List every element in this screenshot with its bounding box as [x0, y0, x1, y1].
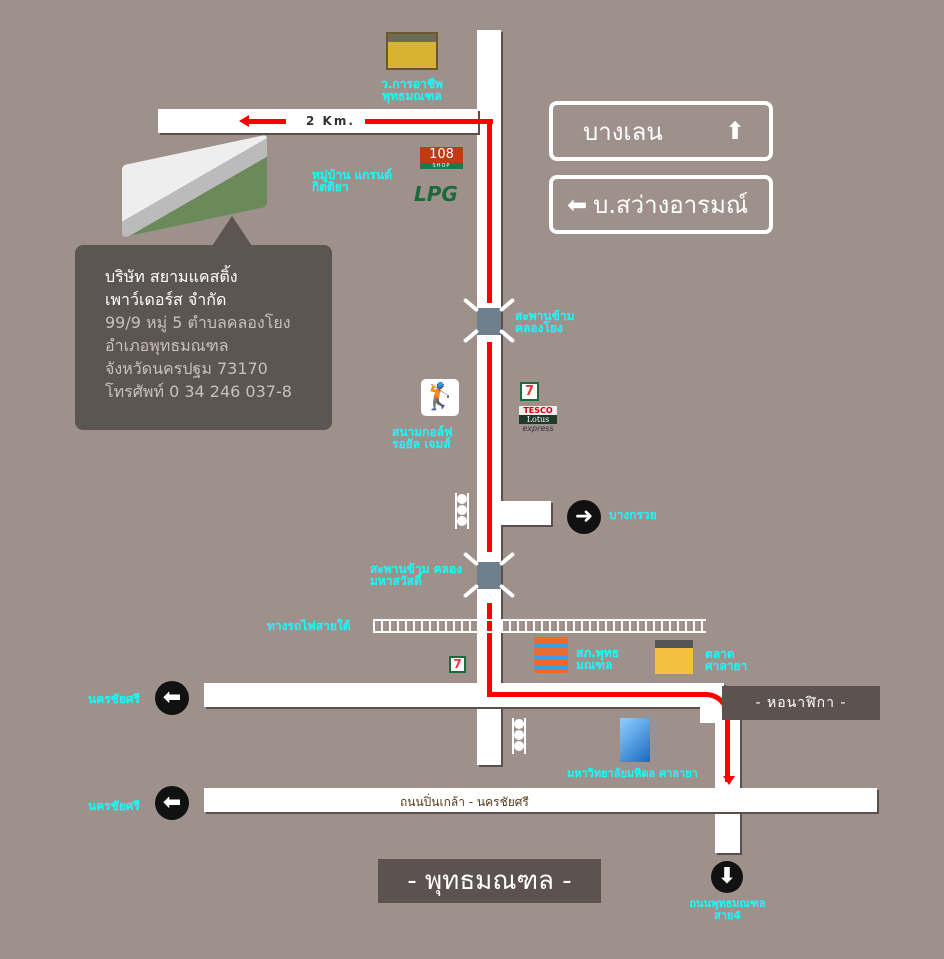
bridge1-label: สะพานข้าม คลองโยง: [515, 309, 575, 335]
golf-label: สนามกอล์ฟ รอยัล เจมส์: [392, 425, 453, 451]
road4-label: ถนนพุทธมณฑล สาย4: [689, 897, 766, 922]
arrow-right-icon: ➜: [567, 500, 601, 534]
traffic-light-icon-2: [512, 718, 526, 754]
shop-108-number: 108: [429, 147, 454, 162]
seven-eleven-logo-2: 7: [449, 656, 466, 673]
arrow-down-icon: ⬇: [711, 861, 743, 893]
company-info-box: บริษัท สยามแคสติ้ง เพาว์เดอร์ส จำกัด 99/…: [75, 245, 332, 430]
golf-icon: 🏌: [421, 379, 459, 416]
route-arrow: [723, 776, 735, 785]
nakhon1-label: นครชัยศรี: [88, 692, 140, 706]
bangkruai-label: บางกรวย: [609, 508, 657, 522]
bridge-mahasawat: [477, 562, 501, 589]
village-label: หมู่บ้าน แกรนด์กิตติยา: [312, 168, 392, 194]
market-label: ตลาด ศาลายา: [705, 647, 748, 673]
nakhon2-label: นครชัยศรี: [88, 799, 140, 813]
mahidol-building-icon: [620, 718, 650, 762]
arrow-left-icon: ⬅: [155, 681, 189, 715]
seven-eleven-logo: 7: [520, 382, 539, 401]
railway-label: ทางรถไฟสายใต้: [267, 619, 351, 633]
route: [365, 119, 493, 124]
police-label: สภ.พุทธ มณฑล: [576, 646, 619, 672]
shop-108-logo: 108 SHOP: [420, 147, 463, 169]
company-phone: โทรศัพท์ 0 34 246 037-8: [105, 382, 292, 401]
arrow-left-icon-2: ⬅: [155, 786, 189, 820]
distance-label: 2 Km.: [306, 114, 355, 128]
company-name-2: เพาว์เดอร์ส จำกัด: [105, 290, 227, 309]
bridge2-label: สะพานข้าม คลองมหาสวัสดิ์: [370, 562, 463, 588]
arrow-left-icon-3: ⬅: [567, 190, 588, 219]
traffic-light-icon: [455, 493, 469, 529]
road-bottom-label: ถนนปิ่นเกล้า - นครชัยศรี: [400, 795, 529, 809]
company-name: บริษัท สยามแคสติ้ง: [105, 267, 238, 286]
lpg-logo: LPG: [414, 182, 458, 206]
road-pinklao: [204, 788, 877, 812]
mahidol-label: มหาวิทยาลัยมหิดล ศาลายา: [567, 767, 698, 780]
market-shop-icon: [655, 640, 693, 674]
college-building-icon: [386, 32, 438, 70]
police-building-icon: [534, 637, 568, 673]
sign-sawang-arom: ⬅ บ.สว่างอารมณ์: [549, 175, 773, 234]
distance-arrow: [248, 119, 286, 124]
tesco-lotus-logo: TESCO Lotus express: [519, 406, 557, 433]
college-label: ว.การอาชีพ พุทธมณฑล: [381, 77, 443, 103]
railway: [373, 619, 706, 633]
arrow-up-icon: ⬆: [724, 117, 745, 145]
sign-banglen: บางเลน ⬆: [549, 101, 773, 161]
shop-108-sub: SHOP: [420, 163, 463, 169]
district-title: - พุทธมณฑล -: [378, 859, 601, 903]
bridge-khlong-yong: [477, 308, 501, 335]
road-bangkruai: [501, 501, 551, 525]
clock-tower-label: - หอนาฬิกา -: [722, 686, 880, 720]
company-address: 99/9 หมู่ 5 ตำบลคลองโยง: [105, 313, 291, 332]
